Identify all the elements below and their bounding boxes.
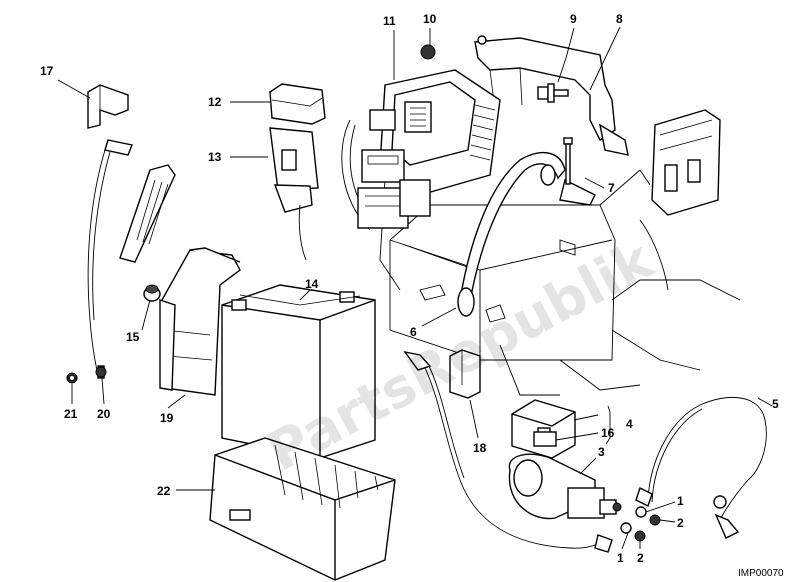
callout-17: 17 [40,64,54,78]
positive-cable [403,350,613,553]
callout-11: 11 [383,14,396,28]
callout-8: 8 [616,12,623,26]
reference-code: IMP00070 [738,568,784,579]
battery-tray-outline [379,169,741,396]
relay-16 [533,431,557,447]
battery-holder-19 [159,247,241,396]
callout-13: 13 [208,150,222,164]
battery-strap [457,151,566,317]
callout-7: 7 [608,181,615,195]
negative-cable [87,139,133,376]
callout-12: 12 [208,95,222,109]
wiring-harness [341,109,669,291]
callout-6: 6 [410,325,417,339]
callout-1b: 1 [617,551,624,565]
battery-14 [221,284,376,459]
callout-20: 20 [97,407,111,421]
callout-15: 15 [126,330,140,344]
callout-14: 14 [305,277,319,291]
callout-2a: 2 [677,516,684,530]
grommet-15 [143,284,161,302]
leader-lines [57,26,773,550]
relay-cover-4 [511,399,576,459]
screw-9 [537,83,569,103]
callout-9: 9 [570,12,577,26]
washers-1-2 [620,506,661,542]
callout-10: 10 [423,12,437,26]
callout-1a: 1 [677,494,684,508]
callout-16: 16 [601,426,615,440]
fuse-strip [119,164,176,263]
control-module-right [651,109,721,216]
battery-case-22 [209,437,396,581]
relay-cap-12 [269,83,326,125]
starter-solenoid-3 [508,453,622,520]
callout-19: 19 [160,411,174,425]
washer-21 [66,372,78,384]
nut-10 [420,44,436,60]
relay-13 [269,127,319,261]
terminal-cap-18 [449,349,481,399]
callout-labels: 17 12 13 10 11 9 8 7 6 14 15 19 21 20 18… [40,12,779,565]
mounting-bracket [474,35,629,206]
callout-3: 3 [598,445,605,459]
callout-18: 18 [473,441,487,455]
callout-5: 5 [772,397,779,411]
callout-21: 21 [64,407,78,421]
terminal-cap-17 [87,84,129,129]
ecu-unit [379,69,501,196]
callout-22: 22 [157,484,171,498]
bolt-7 [563,137,573,185]
cable-5 [635,397,767,539]
bolt-20 [95,365,107,379]
callout-2b: 2 [637,551,644,565]
callout-4: 4 [626,417,633,431]
